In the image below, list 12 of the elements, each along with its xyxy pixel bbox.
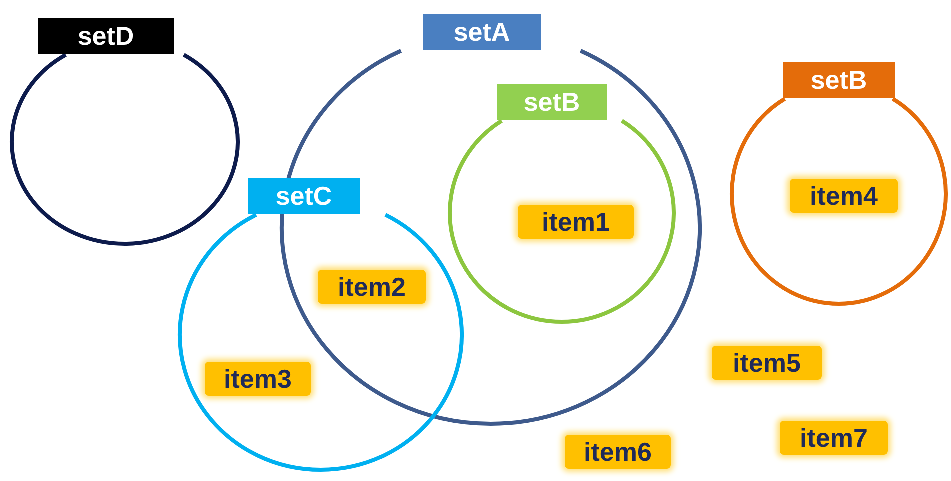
set-label: setB: [497, 84, 607, 120]
item-label: item5: [712, 346, 822, 380]
item-label: item7: [780, 421, 888, 455]
item-label: item6: [565, 435, 671, 469]
item-label: item2: [318, 270, 426, 304]
set-label: setA: [423, 14, 541, 50]
item-label: item3: [205, 362, 311, 396]
item-label: item1: [518, 205, 634, 239]
set-label: setB: [783, 62, 895, 98]
set-label: setC: [248, 178, 360, 214]
set-label: setD: [38, 18, 174, 54]
item-label: item4: [790, 179, 898, 213]
